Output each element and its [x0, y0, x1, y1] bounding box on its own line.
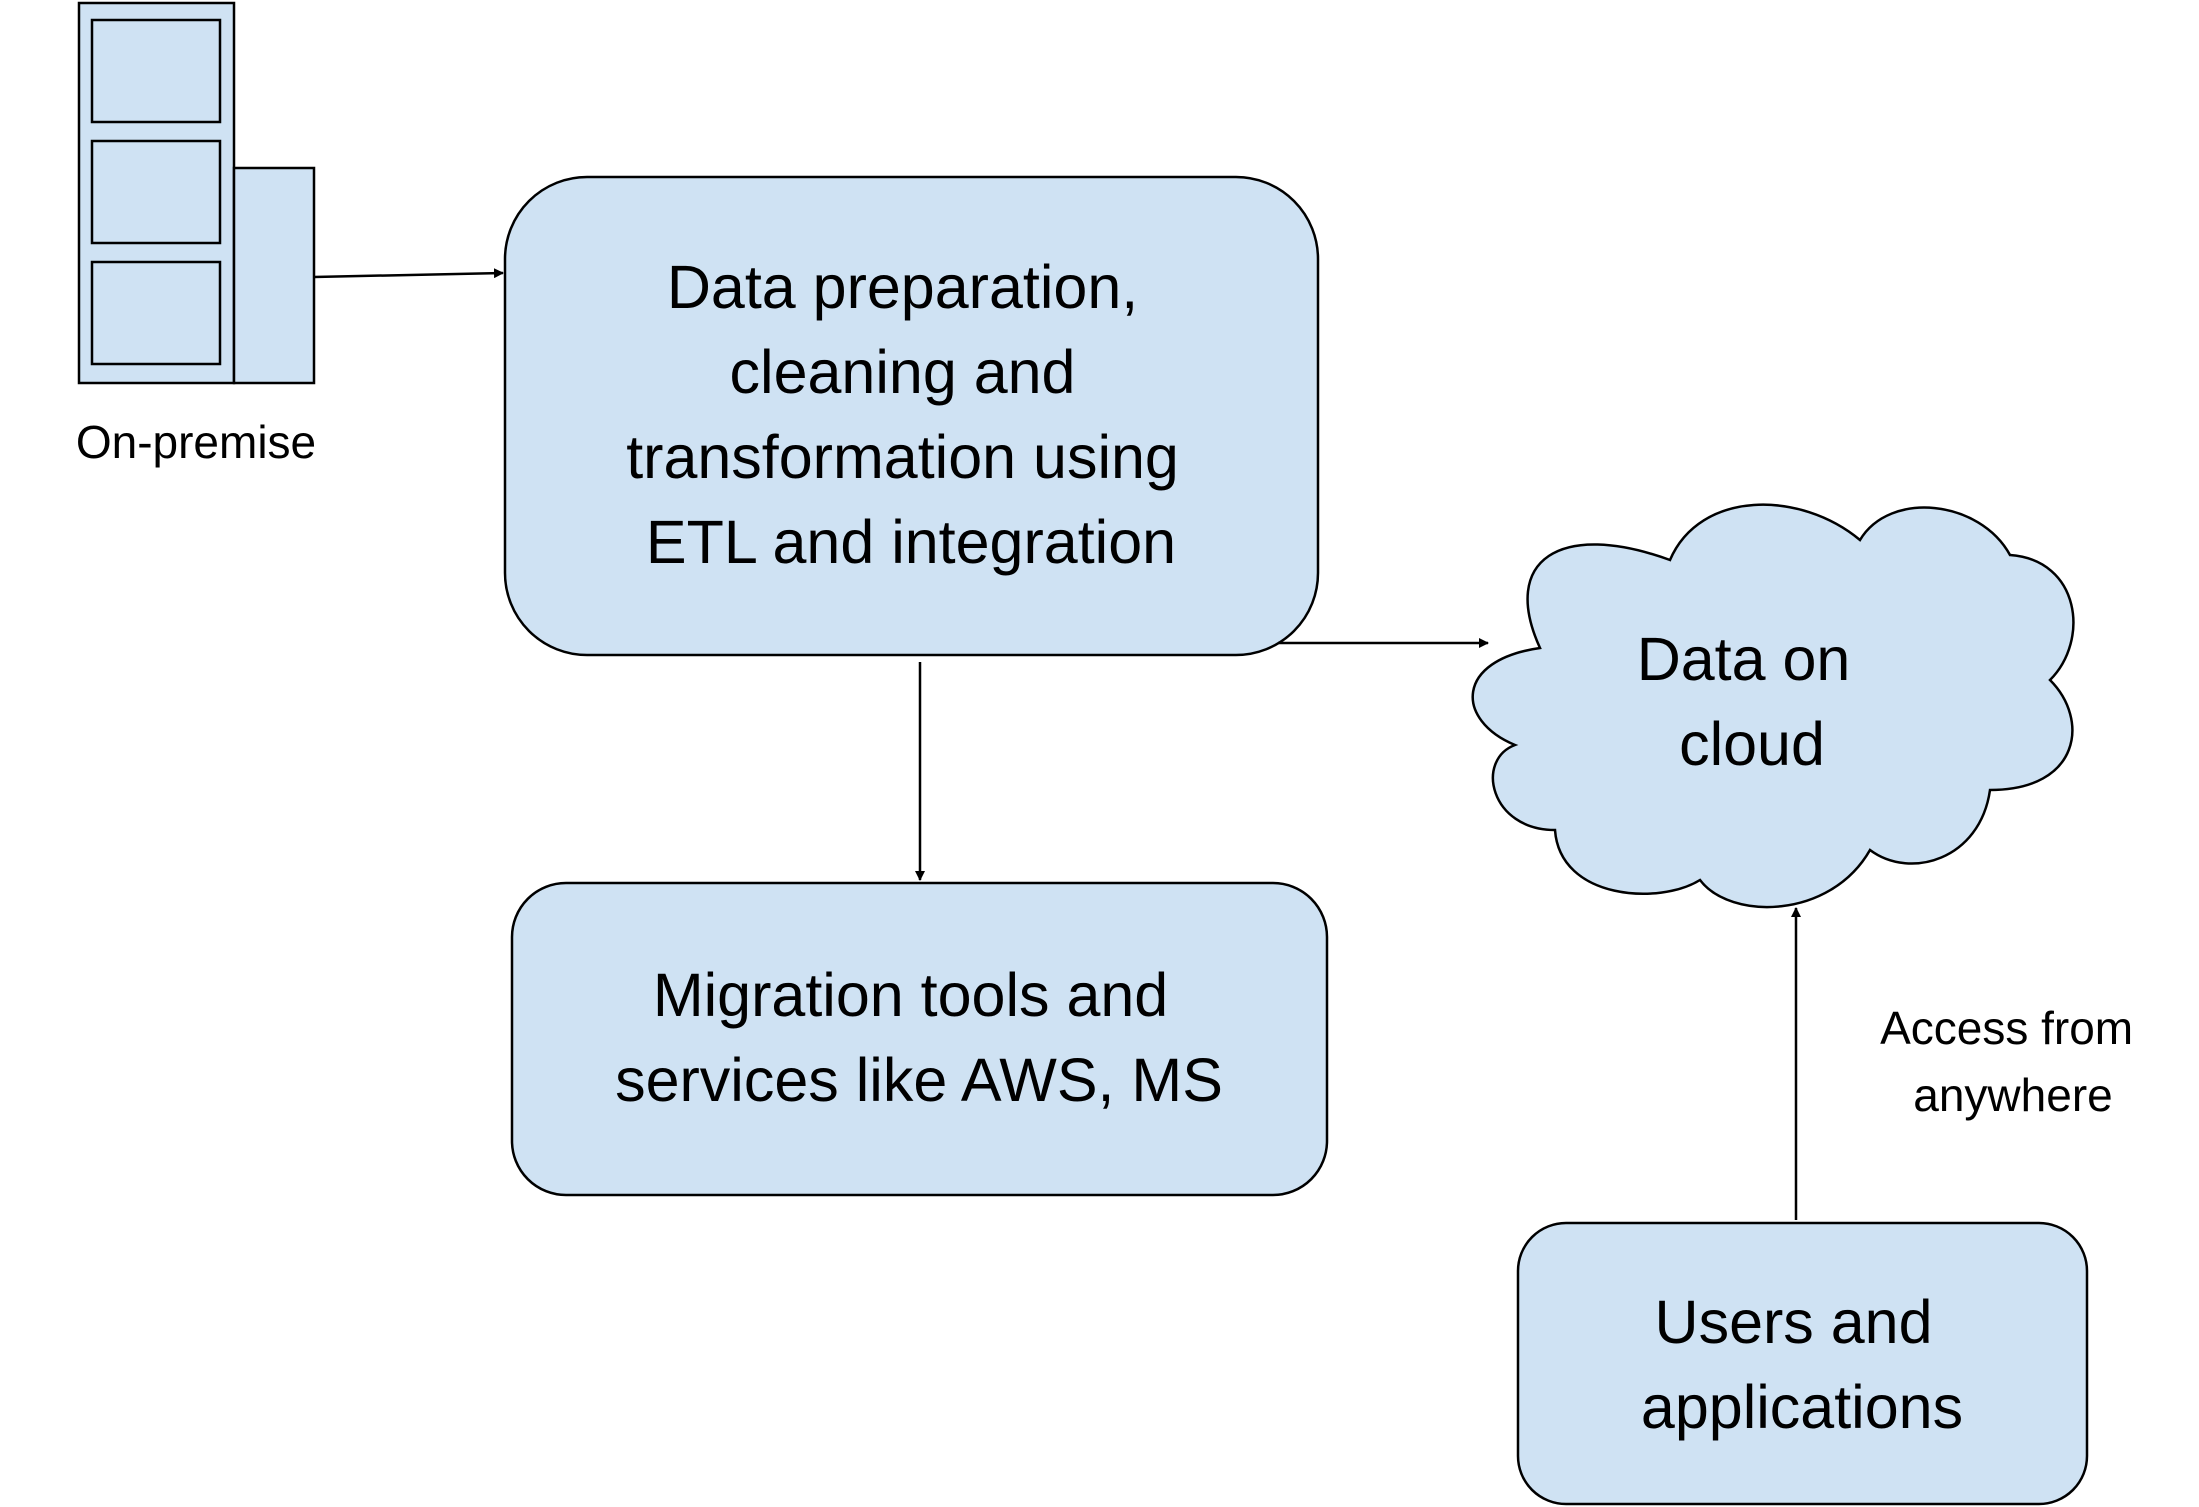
- etl-label-line: cleaning and: [730, 338, 1076, 406]
- cloud-label-line: cloud: [1679, 710, 1825, 778]
- users-box: [1516, 1221, 2089, 1506]
- users-label: Users and applications: [1641, 1288, 1963, 1441]
- etl-label-line: transformation using: [626, 423, 1179, 491]
- on-premise-node: On-premise: [76, 1, 316, 468]
- etl-node: Data preparation, cleaning and transform…: [503, 175, 1320, 657]
- on-premise-label: On-premise: [76, 416, 316, 468]
- users-label-line: Users and: [1655, 1288, 1933, 1356]
- etl-label: Data preparation, cleaning and transform…: [626, 253, 1196, 576]
- edge-onpremise-to-etl: [313, 268, 504, 279]
- migration-label-line: Migration tools and: [653, 961, 1168, 1029]
- cloud-label-line: Data on: [1637, 625, 1851, 693]
- access-label-line: anywhere: [1913, 1069, 2112, 1121]
- access-label: Access from anywhere: [1880, 1002, 2146, 1121]
- migration-label-line: services like AWS, MS: [615, 1046, 1223, 1114]
- users-label-line: applications: [1641, 1373, 1963, 1441]
- migration-label: Migration tools and services like AWS, M…: [615, 961, 1223, 1114]
- migration-box: [510, 881, 1329, 1197]
- etl-label-line: ETL and integration: [646, 508, 1176, 576]
- access-label-line: Access from: [1880, 1002, 2133, 1054]
- etl-label-line: Data preparation,: [667, 253, 1138, 321]
- users-node: Users and applications: [1516, 1221, 2089, 1506]
- etl-box: [503, 175, 1320, 657]
- migration-node: Migration tools and services like AWS, M…: [510, 881, 1329, 1197]
- cloud-label: Data on cloud: [1637, 625, 1868, 778]
- cloud-icon: [1471, 503, 2075, 909]
- server-icon: [77, 1, 316, 385]
- cloud-node: Data on cloud: [1471, 503, 2075, 909]
